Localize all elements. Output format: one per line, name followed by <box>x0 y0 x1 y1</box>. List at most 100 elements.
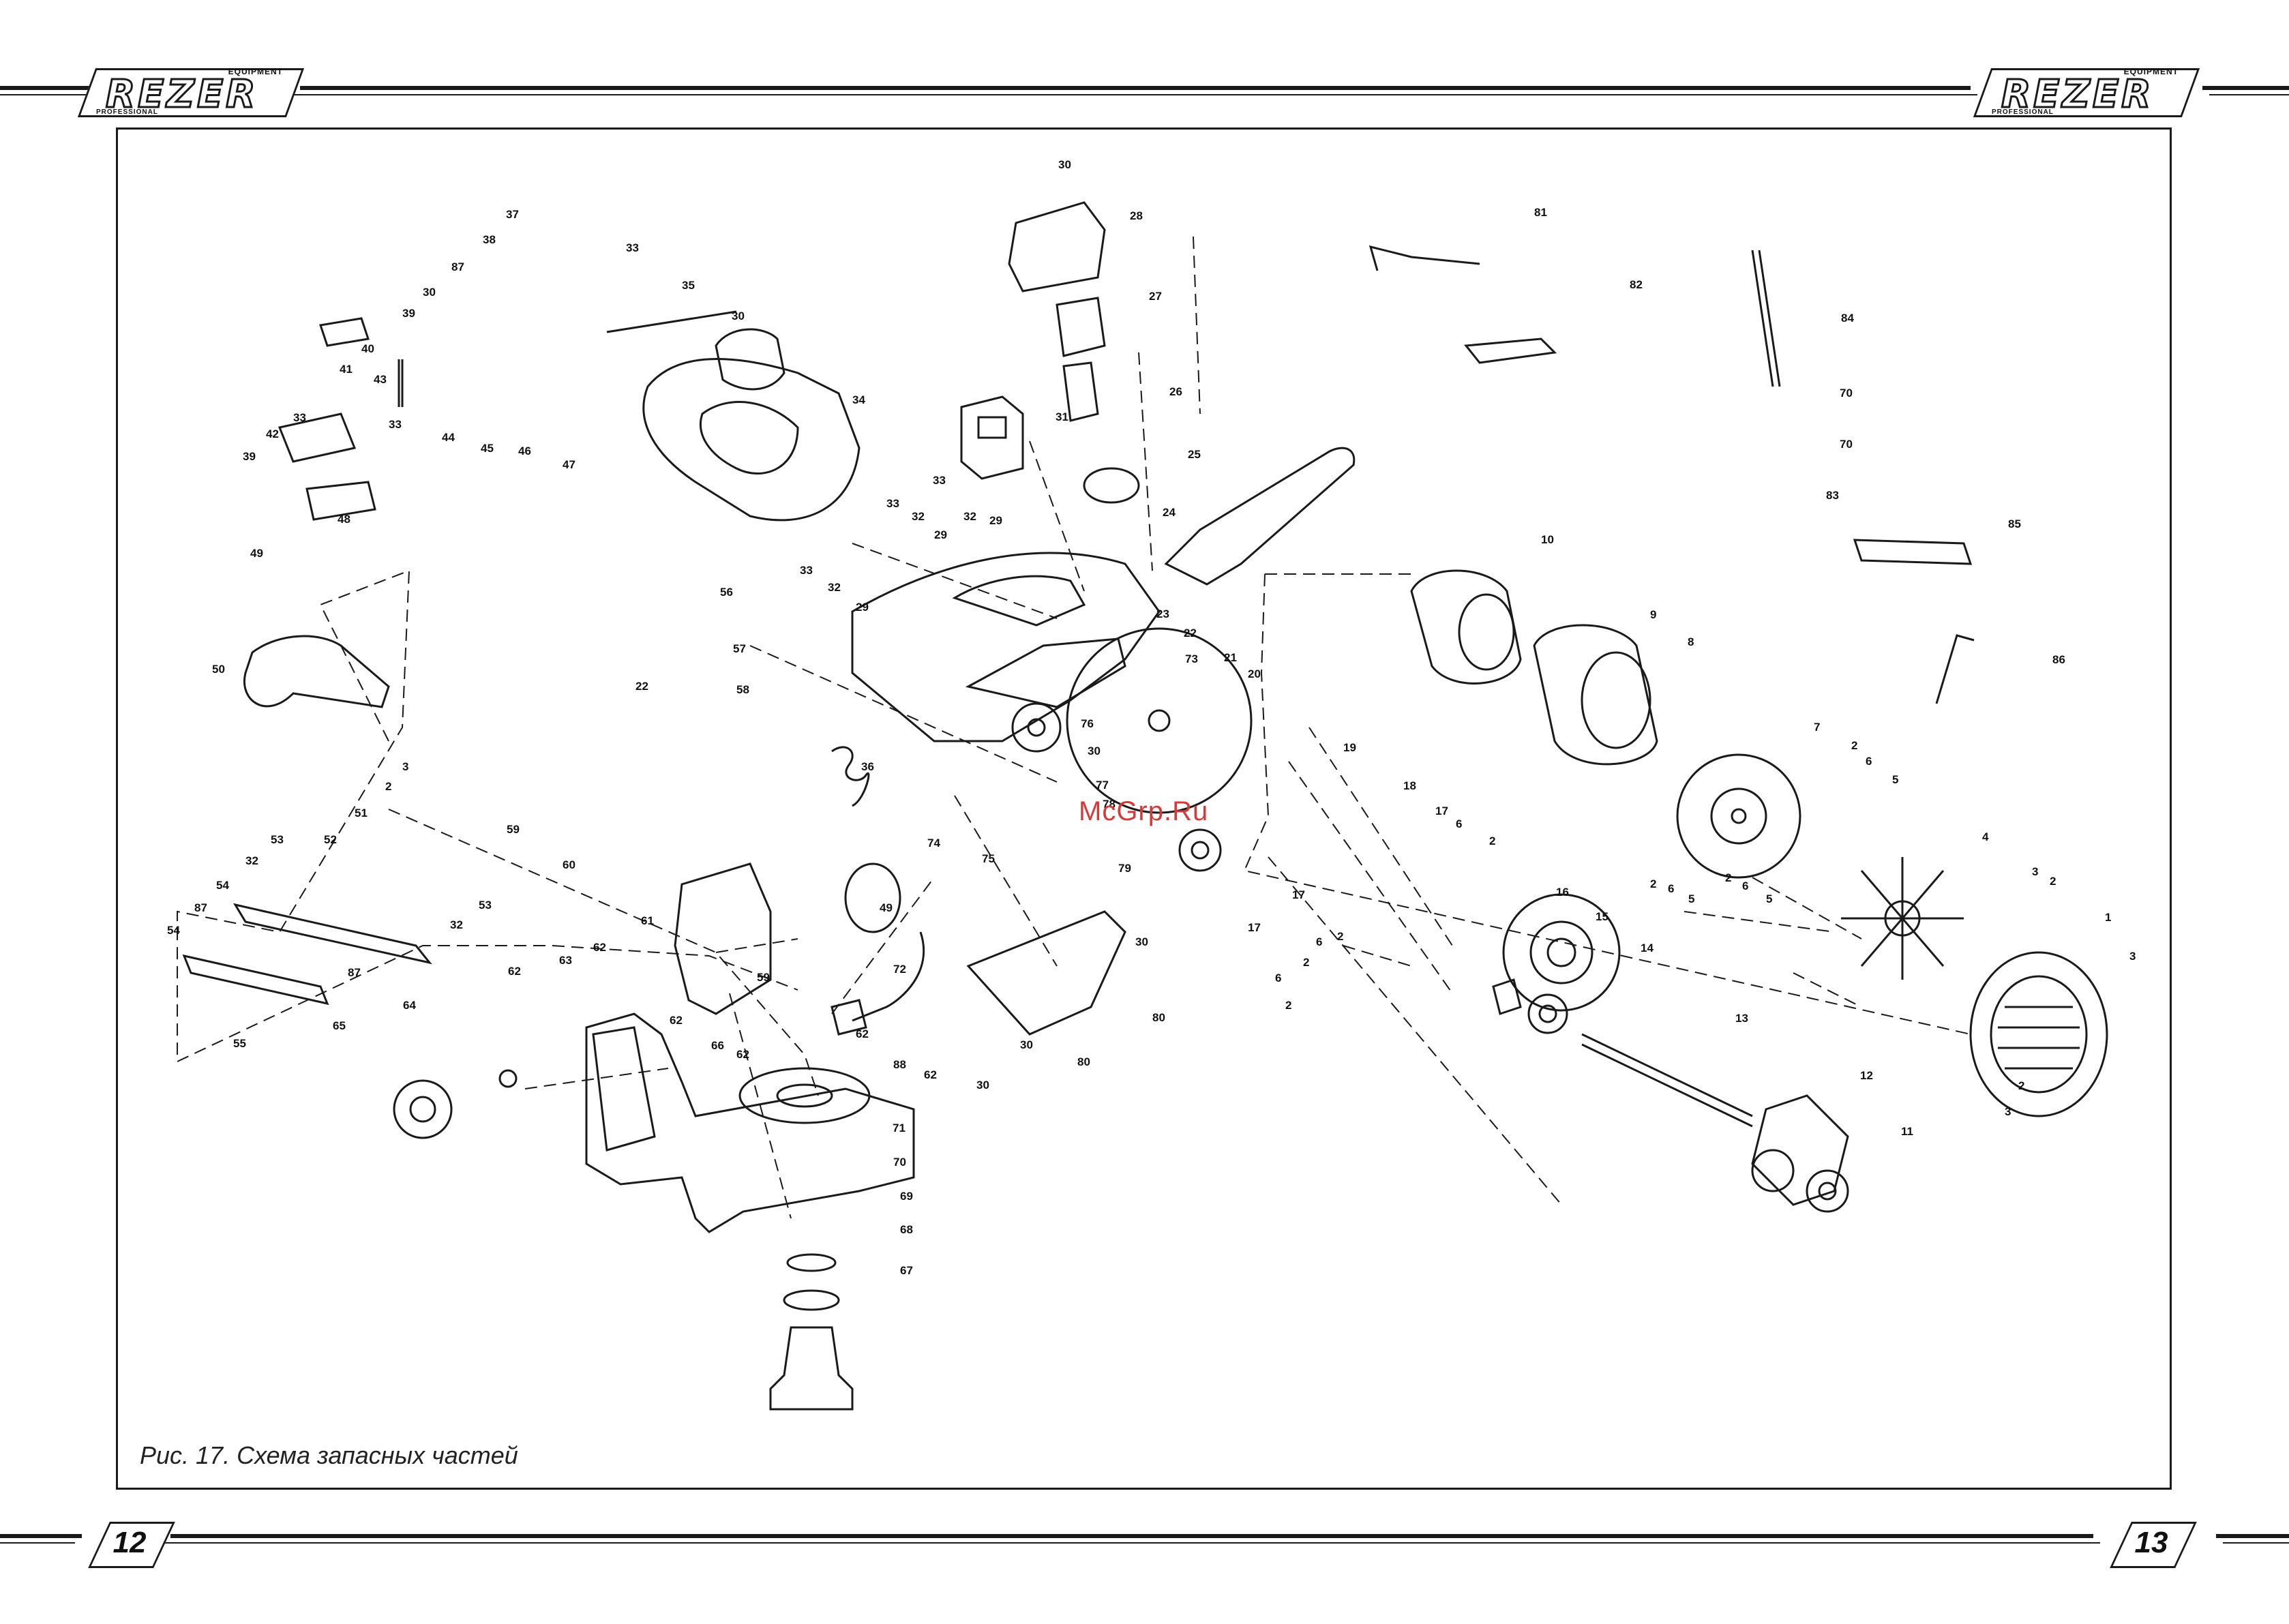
part-label-62: 62 <box>593 941 606 954</box>
part-label-56: 56 <box>720 586 733 599</box>
part-label-74: 74 <box>927 837 940 849</box>
part-label-58: 58 <box>736 683 749 696</box>
part-label-45: 45 <box>481 442 494 455</box>
part-label-70: 70 <box>1840 387 1853 400</box>
part-label-21: 21 <box>1224 651 1237 664</box>
part-label-54: 54 <box>167 924 180 937</box>
part-label-25: 25 <box>1188 448 1201 461</box>
part-label-3: 3 <box>2129 950 2136 963</box>
header-rule-right-thin <box>2209 94 2289 95</box>
part-label-62: 62 <box>856 1027 869 1040</box>
part-label-37: 37 <box>506 208 519 221</box>
part-label-63: 63 <box>559 954 572 967</box>
part-label-28: 28 <box>1130 209 1143 222</box>
part-label-1: 1 <box>2105 911 2111 924</box>
part-label-69: 69 <box>900 1190 913 1203</box>
brand-logo-right: EQUIPMENT REZER PROFESSIONAL <box>1973 63 2200 119</box>
part-label-2: 2 <box>1650 877 1656 890</box>
part-label-17: 17 <box>1292 888 1305 901</box>
part-label-17: 17 <box>1435 805 1448 817</box>
part-label-29: 29 <box>989 514 1002 527</box>
part-label-2: 2 <box>1303 956 1309 969</box>
part-label-86: 86 <box>2052 653 2065 666</box>
footer-rule-right <box>2216 1534 2289 1538</box>
part-label-39: 39 <box>243 450 256 463</box>
part-label-75: 75 <box>982 852 995 865</box>
part-label-6: 6 <box>1316 935 1322 948</box>
part-label-38: 38 <box>483 233 496 246</box>
part-label-33: 33 <box>933 474 946 487</box>
part-label-3: 3 <box>2032 865 2038 878</box>
part-label-84: 84 <box>1841 312 1854 325</box>
watermark-text: McGrp.Ru <box>1079 796 1209 826</box>
part-label-53: 53 <box>479 899 492 912</box>
part-label-36: 36 <box>861 760 874 773</box>
part-label-22: 22 <box>1184 627 1197 640</box>
part-label-22: 22 <box>635 680 648 693</box>
part-label-6: 6 <box>1275 972 1281 984</box>
part-label-87: 87 <box>451 260 464 273</box>
part-label-15: 15 <box>1596 910 1609 923</box>
part-label-32: 32 <box>828 581 841 594</box>
part-label-46: 46 <box>518 445 531 457</box>
part-label-88: 88 <box>893 1058 906 1071</box>
logo-bottom-text: PROFESSIONAL <box>1992 108 2054 116</box>
part-label-31: 31 <box>1056 410 1068 423</box>
part-label-62: 62 <box>508 965 521 978</box>
part-label-7: 7 <box>1814 721 1820 734</box>
part-label-61: 61 <box>641 914 654 927</box>
footer-rule-center-thin <box>164 1542 2100 1544</box>
part-label-34: 34 <box>852 393 865 406</box>
part-label-33: 33 <box>800 564 813 577</box>
part-label-44: 44 <box>442 431 455 444</box>
part-label-29: 29 <box>934 528 947 541</box>
part-label-4: 4 <box>1982 830 1989 843</box>
part-label-70: 70 <box>893 1156 906 1169</box>
logo-word: REZER <box>2000 72 2154 118</box>
page-number-text: 12 <box>113 1526 147 1559</box>
footer-rule-left <box>0 1534 82 1538</box>
part-label-78: 78 <box>1103 798 1116 811</box>
part-label-47: 47 <box>563 458 575 471</box>
part-label-14: 14 <box>1641 942 1654 954</box>
part-label-10: 10 <box>1541 533 1554 546</box>
diagram-linework <box>177 201 2108 1411</box>
part-label-73: 73 <box>1185 652 1198 665</box>
part-label-41: 41 <box>340 363 353 376</box>
part-label-3: 3 <box>2005 1105 2011 1118</box>
part-label-53: 53 <box>271 833 284 846</box>
part-label-32: 32 <box>450 918 463 931</box>
part-label-6: 6 <box>1456 817 1462 830</box>
part-label-72: 72 <box>893 963 906 976</box>
part-label-76: 76 <box>1081 717 1094 730</box>
page-number-right: 13 <box>2110 1522 2197 1568</box>
part-label-35: 35 <box>682 279 695 292</box>
part-label-33: 33 <box>626 241 639 254</box>
part-label-33: 33 <box>293 411 306 424</box>
part-label-70: 70 <box>1840 438 1853 451</box>
part-label-59: 59 <box>757 971 770 984</box>
part-label-2: 2 <box>1285 999 1291 1012</box>
header-rule-center <box>300 86 1971 90</box>
page-number-text: 13 <box>2134 1526 2168 1559</box>
part-label-2: 2 <box>1489 834 1495 847</box>
part-label-30: 30 <box>1058 158 1071 171</box>
part-label-2: 2 <box>2018 1079 2024 1092</box>
part-label-30: 30 <box>976 1079 989 1092</box>
part-label-6: 6 <box>1742 879 1748 892</box>
part-label-49: 49 <box>250 547 263 560</box>
footer-rule-center <box>170 1534 2093 1538</box>
header-rule-right <box>2202 86 2289 90</box>
part-labels: 1 2 2 2 2 2 2 2 2 2 2 3 3 3 3 4 5 5 5 6 … <box>167 158 2136 1277</box>
figure-caption: Рис. 17. Схема запасных частей <box>140 1441 518 1469</box>
part-label-62: 62 <box>736 1048 749 1061</box>
brand-logo-left: EQUIPMENT REZER PROFESSIONAL <box>77 63 305 119</box>
part-label-26: 26 <box>1169 385 1182 398</box>
part-label-57: 57 <box>733 642 746 655</box>
part-label-67: 67 <box>900 1264 913 1277</box>
part-label-16: 16 <box>1556 886 1569 899</box>
part-label-49: 49 <box>880 901 893 914</box>
header-rule-center-thin <box>293 94 1977 95</box>
part-label-71: 71 <box>893 1122 906 1134</box>
part-label-87: 87 <box>348 966 361 979</box>
